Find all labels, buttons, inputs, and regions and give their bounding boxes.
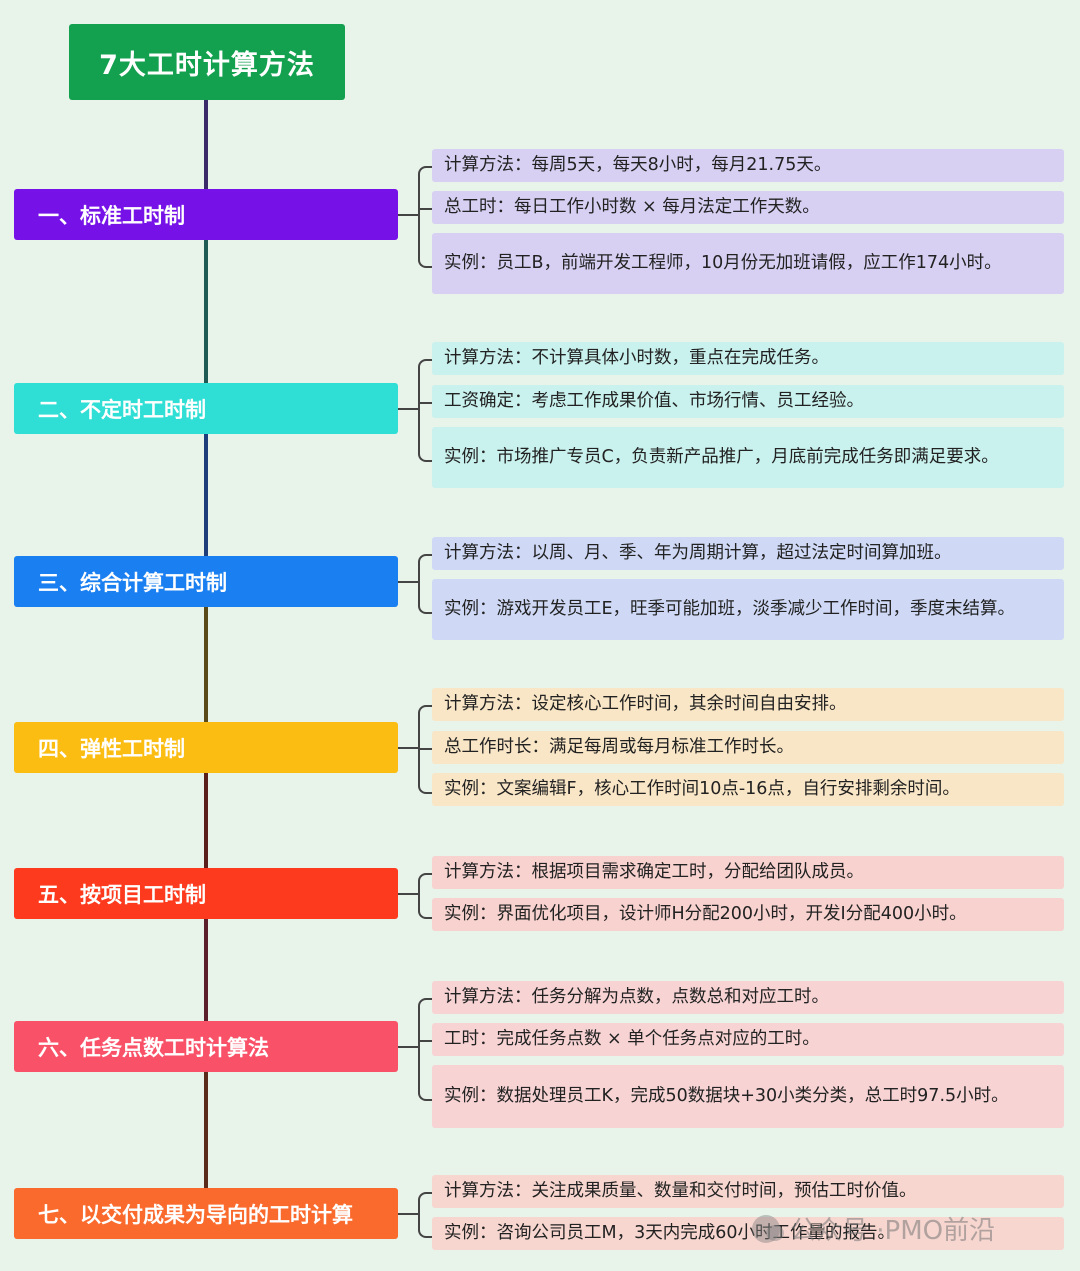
- spine-segment: [204, 607, 208, 722]
- detail-item: 计算方法：每周5天，每天8小时，每月21.75天。: [432, 149, 1064, 182]
- detail-item: 计算方法：关注成果质量、数量和交付时间，预估工时价值。: [432, 1175, 1064, 1208]
- category-node[interactable]: 一、标准工时制: [14, 189, 398, 240]
- category-node[interactable]: 三、综合计算工时制: [14, 556, 398, 607]
- item-bracket: [418, 358, 432, 462]
- watermark: 公众号 · PMO前沿: [752, 1210, 995, 1247]
- category-node[interactable]: 六、任务点数工时计算法: [14, 1021, 398, 1072]
- detail-item: 计算方法：根据项目需求确定工时，分配给团队成员。: [432, 856, 1064, 889]
- detail-text: 计算方法：不计算具体小时数，重点在完成任务。: [444, 348, 829, 368]
- connector-line: [398, 1213, 418, 1215]
- item-bracket: [418, 1191, 432, 1238]
- detail-item: 实例：咨询公司员工M，3天内完成60小时工作量的报告。: [432, 1217, 1064, 1250]
- detail-text: 实例：咨询公司员工M，3天内完成60小时工作量的报告。: [444, 1223, 895, 1243]
- detail-text: 计算方法：每周5天，每天8小时，每月21.75天。: [444, 155, 832, 175]
- detail-text: 实例：文案编辑F，核心工作时间10点-16点，自行安排剩余时间。: [444, 779, 960, 799]
- detail-text: 计算方法：关注成果质量、数量和交付时间，预估工时价值。: [444, 1181, 917, 1201]
- detail-text: 工资确定：考虑工作成果价值、市场行情、员工经验。: [444, 391, 864, 411]
- category-node[interactable]: 四、弹性工时制: [14, 722, 398, 773]
- detail-item: 工资确定：考虑工作成果价值、市场行情、员工经验。: [432, 385, 1064, 418]
- category-label: 一、标准工时制: [38, 203, 185, 228]
- detail-item: 实例：界面优化项目，设计师H分配200小时，开发I分配400小时。: [432, 898, 1064, 931]
- connector-line: [398, 214, 418, 216]
- detail-text: 计算方法：设定核心工作时间，其余时间自由安排。: [444, 694, 847, 714]
- spine-segment: [204, 1072, 208, 1188]
- detail-item: 计算方法：任务分解为点数，点数总和对应工时。: [432, 981, 1064, 1014]
- detail-text: 实例：游戏开发员工E，旺季可能加班，淡季减少工作时间，季度末结算。: [444, 599, 1016, 619]
- connector-line: [398, 747, 418, 749]
- spine-segment: [204, 434, 208, 556]
- item-bracket: [418, 553, 432, 614]
- detail-item: 实例：数据处理员工K，完成50数据块+30小类分类，总工时97.5小时。: [432, 1065, 1064, 1128]
- item-bracket: [418, 872, 432, 919]
- spine-segment: [204, 100, 208, 189]
- watermark-prefix: 公众号 ·: [790, 1216, 885, 1246]
- category-node[interactable]: 二、不定时工时制: [14, 383, 398, 434]
- item-tick: [418, 207, 432, 210]
- detail-text: 计算方法：根据项目需求确定工时，分配给团队成员。: [444, 862, 864, 882]
- connector-line: [398, 408, 418, 410]
- category-node[interactable]: 五、按项目工时制: [14, 868, 398, 919]
- connector-line: [398, 1046, 418, 1048]
- detail-item: 总工时：每日工作小时数 × 每月法定工作天数。: [432, 191, 1064, 224]
- detail-item: 计算方法：设定核心工作时间，其余时间自由安排。: [432, 688, 1064, 721]
- detail-item: 计算方法：以周、月、季、年为周期计算，超过法定时间算加班。: [432, 537, 1064, 570]
- category-label: 三、综合计算工时制: [38, 570, 227, 595]
- detail-text: 实例：界面优化项目，设计师H分配200小时，开发I分配400小时。: [444, 904, 967, 924]
- item-tick: [418, 401, 432, 404]
- connector-line: [398, 893, 418, 895]
- category-label: 六、任务点数工时计算法: [38, 1035, 269, 1060]
- detail-text: 工时：完成任务点数 × 单个任务点对应的工时。: [444, 1029, 820, 1049]
- connector-line: [398, 581, 418, 583]
- detail-text: 总工时：每日工作小时数 × 每月法定工作天数。: [444, 197, 820, 217]
- detail-item: 实例：文案编辑F，核心工作时间10点-16点，自行安排剩余时间。: [432, 773, 1064, 806]
- category-node[interactable]: 七、以交付成果为导向的工时计算: [14, 1188, 398, 1239]
- detail-item: 实例：员工B，前端开发工程师，10月份无加班请假，应工作174小时。: [432, 233, 1064, 294]
- detail-text: 计算方法：任务分解为点数，点数总和对应工时。: [444, 987, 829, 1007]
- item-bracket: [418, 997, 432, 1101]
- item-tick: [418, 1039, 432, 1042]
- detail-item: 计算方法：不计算具体小时数，重点在完成任务。: [432, 342, 1064, 375]
- wechat-icon: [752, 1214, 784, 1243]
- category-label: 二、不定时工时制: [38, 397, 206, 422]
- detail-item: 实例：游戏开发员工E，旺季可能加班，淡季减少工作时间，季度末结算。: [432, 579, 1064, 640]
- detail-text: 总工作时长：满足每周或每月标准工作时长。: [444, 737, 794, 757]
- category-label: 五、按项目工时制: [38, 882, 206, 907]
- item-bracket: [418, 165, 432, 268]
- detail-text: 实例：市场推广专员C，负责新产品推广，月底前完成任务即满足要求。: [444, 447, 999, 467]
- item-tick: [418, 747, 432, 750]
- category-label: 四、弹性工时制: [38, 736, 185, 761]
- spine-segment: [204, 240, 208, 383]
- spine-segment: [204, 919, 208, 1021]
- detail-text: 计算方法：以周、月、季、年为周期计算，超过法定时间算加班。: [444, 543, 952, 563]
- watermark-name: PMO前沿: [884, 1216, 996, 1246]
- detail-text: 实例：员工B，前端开发工程师，10月份无加班请假，应工作174小时。: [444, 253, 1002, 273]
- detail-item: 工时：完成任务点数 × 单个任务点对应的工时。: [432, 1023, 1064, 1056]
- category-label: 七、以交付成果为导向的工时计算: [38, 1202, 353, 1227]
- detail-item: 实例：市场推广专员C，负责新产品推广，月底前完成任务即满足要求。: [432, 427, 1064, 488]
- map-title: 7大工时计算方法: [69, 24, 345, 100]
- spine-segment: [204, 773, 208, 868]
- detail-item: 总工作时长：满足每周或每月标准工作时长。: [432, 731, 1064, 764]
- detail-text: 实例：数据处理员工K，完成50数据块+30小类分类，总工时97.5小时。: [444, 1086, 1009, 1106]
